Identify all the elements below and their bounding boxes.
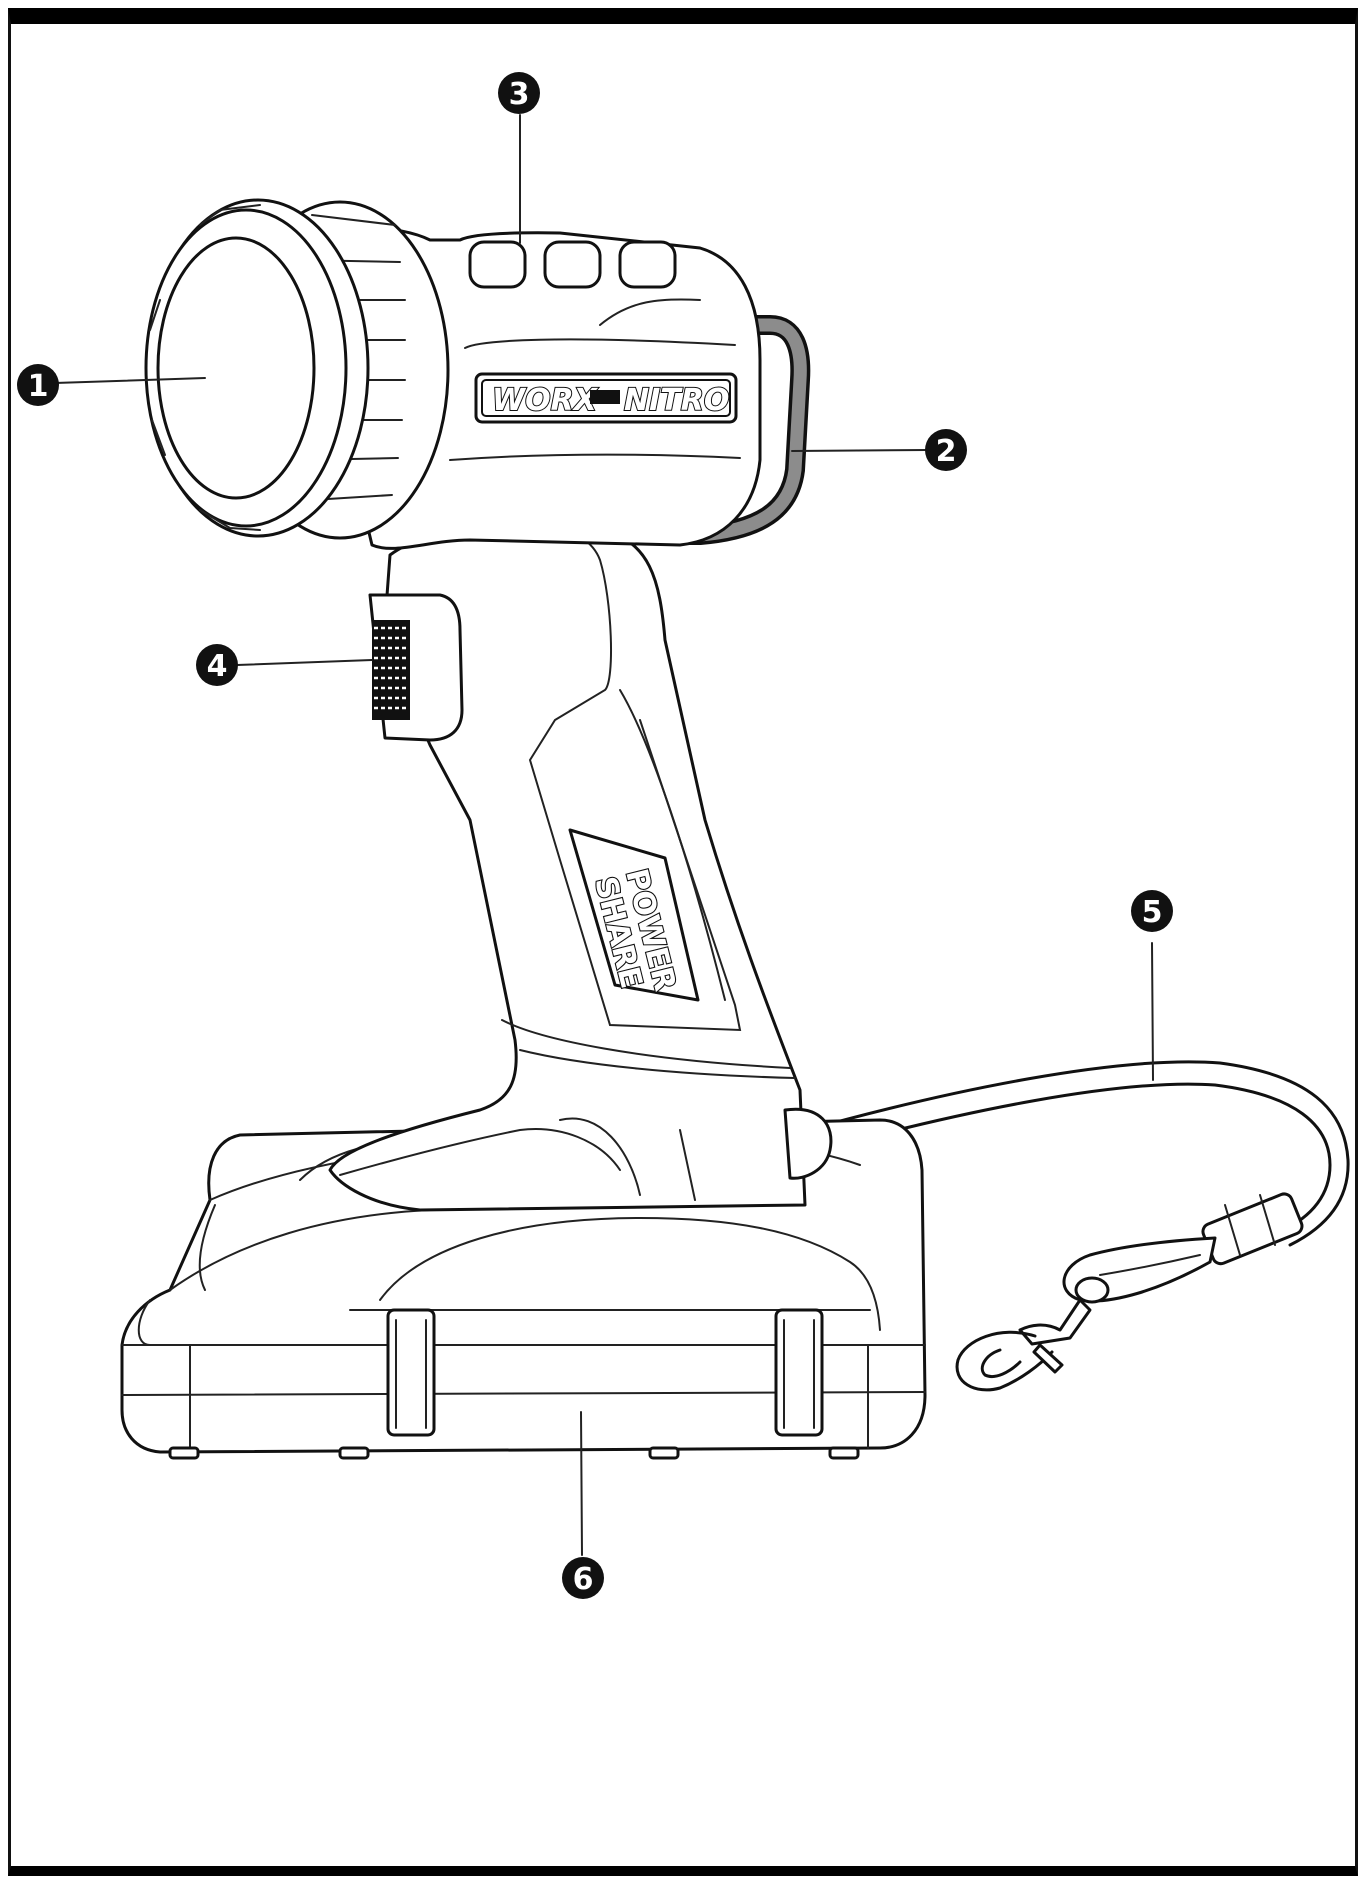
svg-text:5: 5	[1142, 895, 1163, 930]
svg-text:1: 1	[28, 369, 49, 404]
svg-text:4: 4	[207, 649, 228, 684]
brand-logo-worx: WORX	[492, 383, 599, 418]
lens-head	[144, 198, 450, 540]
hanging-hook	[660, 315, 811, 545]
page-frame	[8, 8, 1358, 1876]
callout-3: 3	[498, 72, 540, 114]
callout-6: 6	[562, 1557, 604, 1599]
lanyard-mount	[783, 1107, 833, 1180]
lens	[156, 236, 316, 500]
callout-1: 1	[17, 364, 59, 406]
leader-lines	[54, 114, 1154, 1556]
svg-text:2: 2	[936, 434, 957, 469]
power-switch	[368, 593, 464, 742]
svg-text:3: 3	[509, 77, 530, 112]
callout-4: 4	[196, 644, 238, 686]
lanyard	[798, 1060, 1350, 1392]
callout-2: 2	[925, 429, 967, 471]
brand-logo-nitro: NITRO	[624, 383, 729, 418]
callout-5: 5	[1131, 890, 1173, 932]
svg-text:6: 6	[573, 1562, 594, 1597]
